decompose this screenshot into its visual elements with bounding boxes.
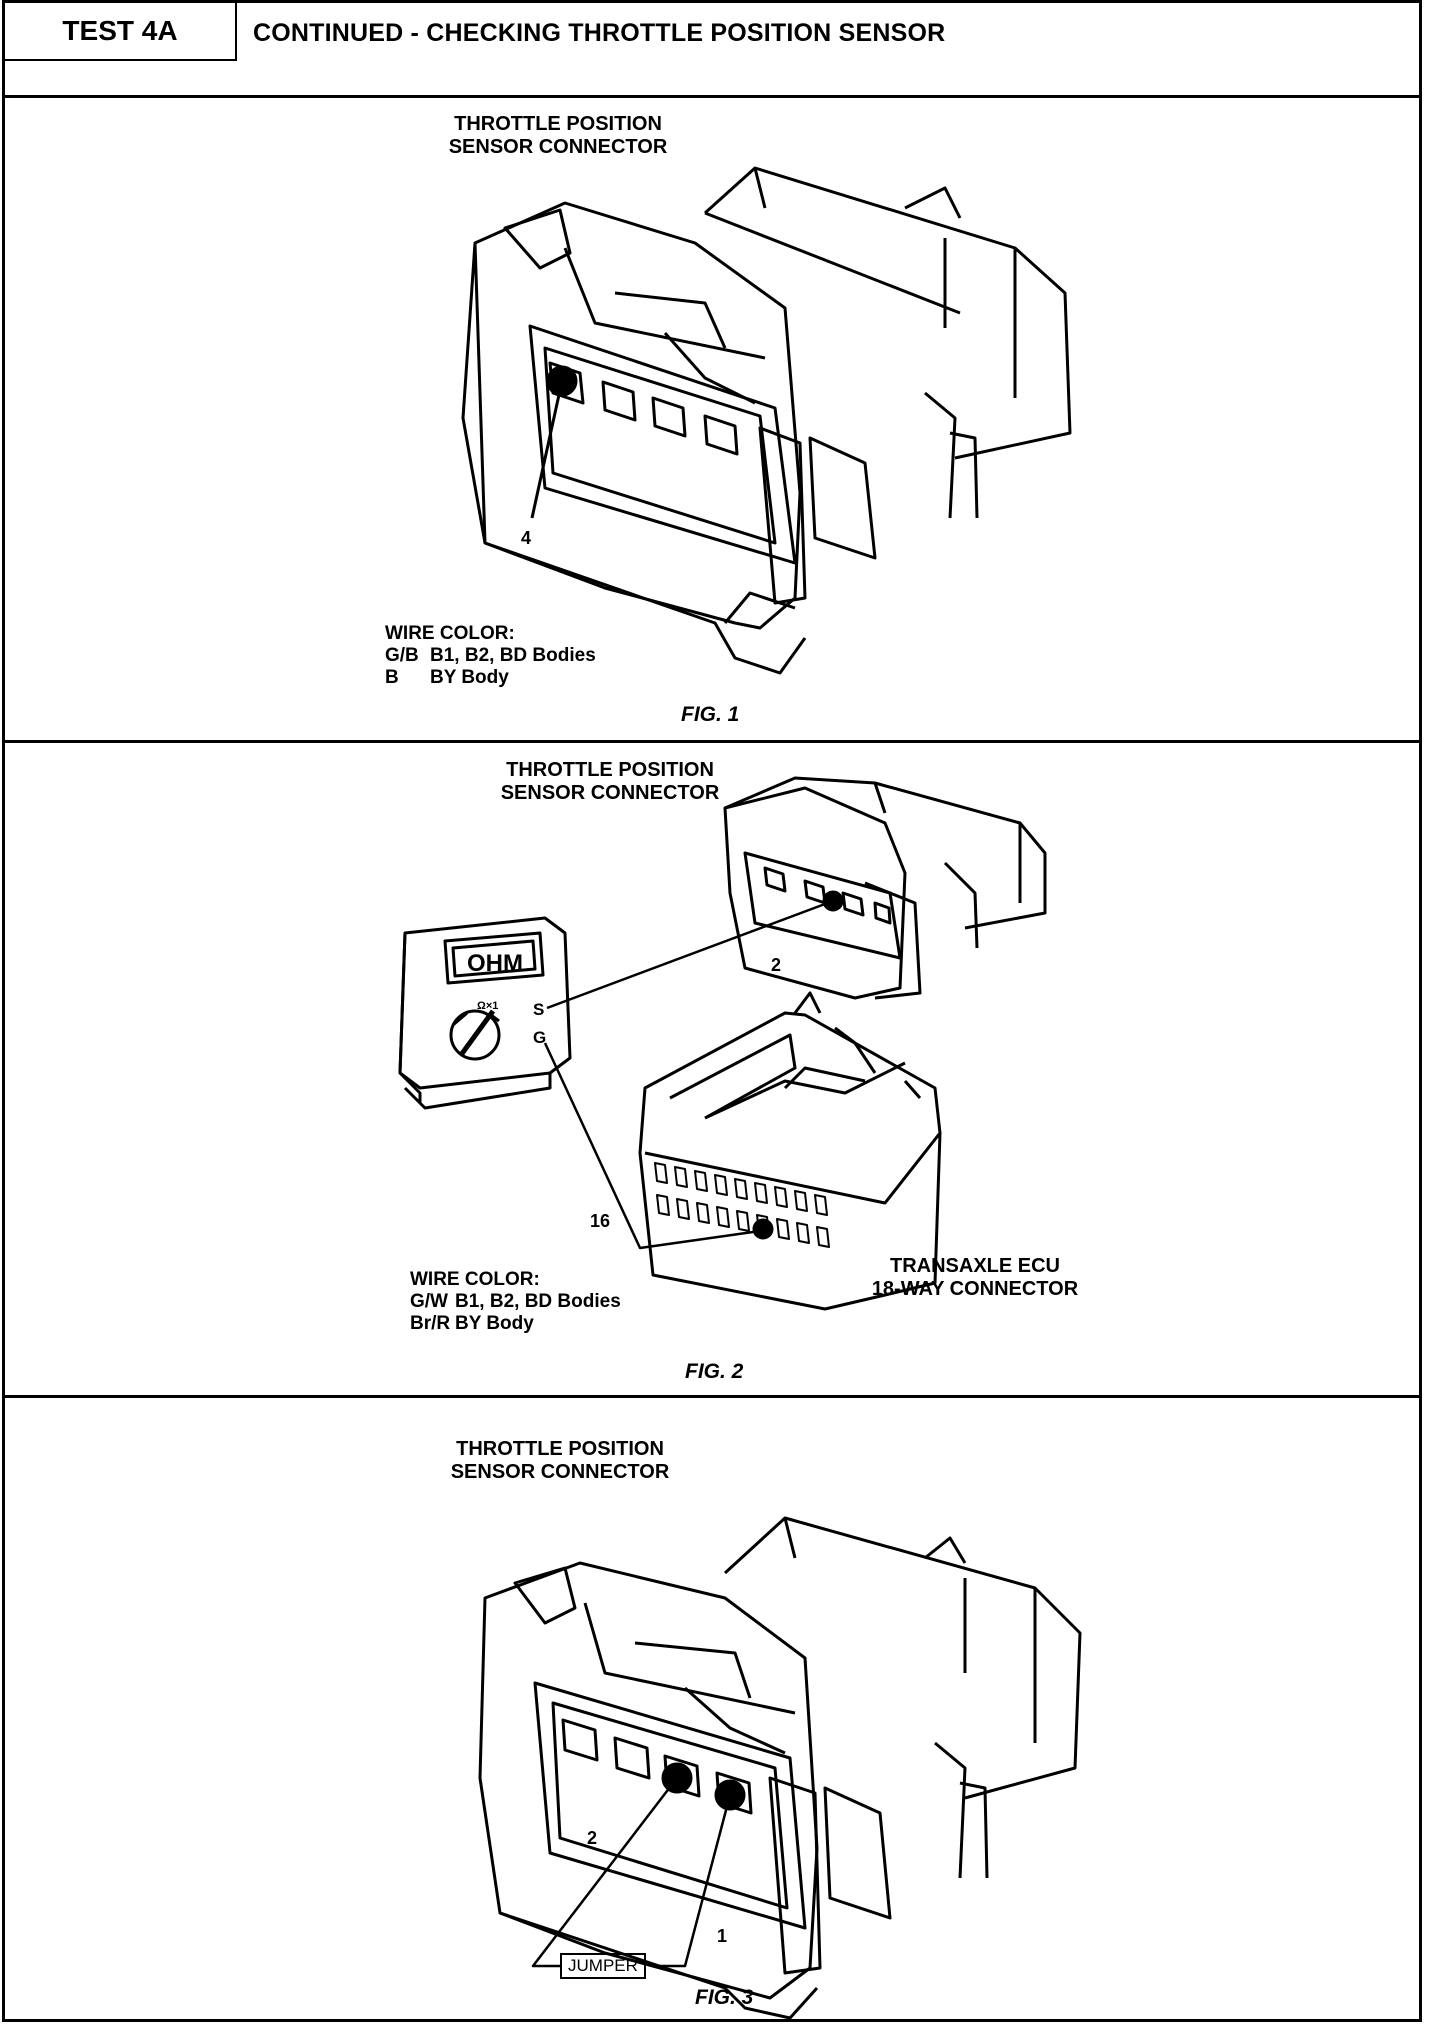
header: TEST 4A CONTINUED - CHECKING THROTTLE PO…: [5, 3, 1419, 98]
fig2-pin-sensor: 2: [771, 955, 782, 975]
fig2-wire-row: Br/R BY Body: [410, 1313, 534, 1334]
fig3-connector-drawing: [478, 1516, 1082, 2020]
fig2-wire-heading: WIRE COLOR:: [410, 1269, 540, 1290]
fig2-panel: OHM Ω×1 S G THROTTLE POSITION: [5, 743, 1419, 1398]
fig2-drawing: OHM Ω×1 S G: [398, 776, 1047, 1311]
fig3-pin-2: 2: [587, 1828, 598, 1848]
fig1-wire-heading: WIRE COLOR:: [385, 623, 515, 644]
fig3-pin-1: 1: [717, 1926, 728, 1946]
ohmmeter-display: OHM: [467, 950, 523, 977]
fig1-label-line1: THROTTLE POSITION: [454, 113, 662, 135]
fig3-label-line1: THROTTLE POSITION: [456, 1438, 664, 1460]
jumper-label: JUMPER: [560, 1953, 646, 1979]
test-label: TEST 4A: [5, 3, 237, 61]
fig1-wire-color: WIRE COLOR: G/B B1, B2, BD Bodies B BY B…: [385, 623, 596, 689]
fig3-connector-label: THROTTLE POSITION SENSOR CONNECTOR: [425, 1438, 695, 1484]
fig2-label-line2: SENSOR CONNECTOR: [500, 782, 720, 804]
fig2-caption: FIG. 2: [685, 1360, 744, 1383]
fig1-pin-number: 4: [521, 528, 532, 548]
fig1-connector-label: THROTTLE POSITION SENSOR CONNECTOR: [423, 113, 693, 159]
fig1-connector-drawing: [461, 166, 1072, 675]
fig2-ecu-label: TRANSAXLE ECU 18-WAY CONNECTOR: [845, 1255, 1105, 1301]
fig3-label-line2: SENSOR CONNECTOR: [450, 1461, 670, 1483]
fig3-caption: FIG. 3: [695, 1986, 754, 2009]
fig1-wire-row: G/B B1, B2, BD Bodies: [385, 645, 596, 666]
fig2-pin-ecu: 16: [590, 1211, 611, 1231]
fig1-caption: FIG. 1: [681, 703, 740, 726]
fig1-panel: THROTTLE POSITION SENSOR CONNECTOR 4 WIR…: [5, 98, 1419, 743]
ohmmeter-range: Ω×1: [477, 1000, 498, 1012]
page-title: CONTINUED - CHECKING THROTTLE POSITION S…: [253, 19, 946, 47]
fig2-wire-row: G/W B1, B2, BD Bodies: [410, 1291, 621, 1312]
fig1-wire-row: B BY Body: [385, 667, 509, 688]
meter-terminal-s: S: [533, 1000, 544, 1019]
meter-terminal-g: G: [533, 1028, 546, 1047]
fig2-label-line1: THROTTLE POSITION: [506, 759, 714, 781]
fig2-wire-color: WIRE COLOR: G/W B1, B2, BD Bodies Br/R B…: [410, 1269, 621, 1335]
fig1-label-line2: SENSOR CONNECTOR: [448, 136, 668, 158]
fig3-panel: THROTTLE POSITION SENSOR CONNECTOR 2 1 J…: [5, 1398, 1419, 2025]
fig2-connector-label: THROTTLE POSITION SENSOR CONNECTOR: [475, 759, 745, 805]
fig2-ecu-label-line2: 18-WAY CONNECTOR: [871, 1278, 1079, 1300]
fig2-ecu-label-line1: TRANSAXLE ECU: [889, 1255, 1060, 1277]
